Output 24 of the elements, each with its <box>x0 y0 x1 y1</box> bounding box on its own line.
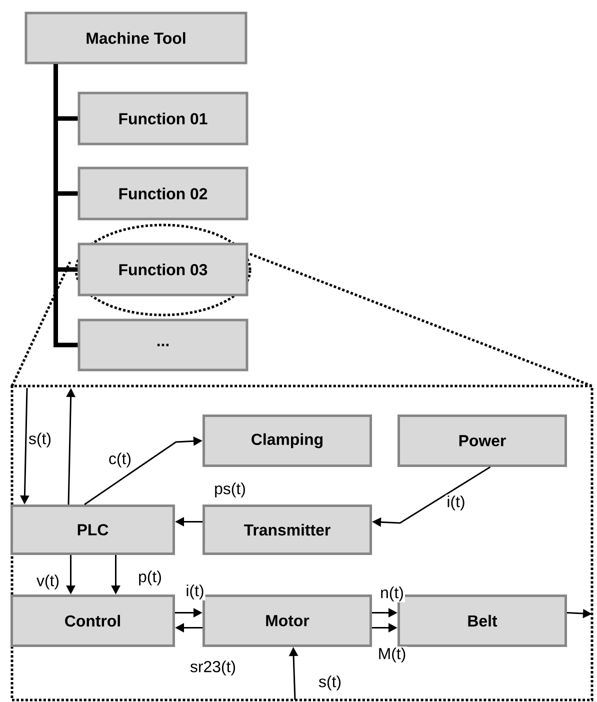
process-box: Transmitter <box>202 504 372 555</box>
process-box: ... <box>78 318 248 372</box>
edge-label: p(t) <box>137 570 163 586</box>
process-box: Clamping <box>202 414 372 467</box>
process-box: Machine Tool <box>24 12 248 64</box>
process-box: Control <box>10 594 175 647</box>
edge-label: sr23(t) <box>188 660 238 676</box>
edge-label: s(t) <box>28 432 52 448</box>
edge-label: ps(t) <box>213 482 247 498</box>
process-box: PLC <box>10 504 175 555</box>
zoom-frame <box>10 384 594 702</box>
edge-label: M(t) <box>376 646 408 664</box>
edge-label: v(t) <box>36 574 60 590</box>
edge-label: i(t) <box>184 584 206 600</box>
edge-label: n(t) <box>379 586 405 602</box>
process-box: Motor <box>202 594 372 647</box>
process-box: Function 02 <box>78 166 248 220</box>
process-box: Power <box>398 414 567 467</box>
edge-label: c(t) <box>108 452 132 468</box>
edge-label: i(t) <box>446 494 466 512</box>
connector-line <box>54 64 78 348</box>
process-box: Function 03 <box>78 242 248 296</box>
edge-label: s(t) <box>318 674 342 692</box>
process-box: Function 01 <box>78 92 248 146</box>
